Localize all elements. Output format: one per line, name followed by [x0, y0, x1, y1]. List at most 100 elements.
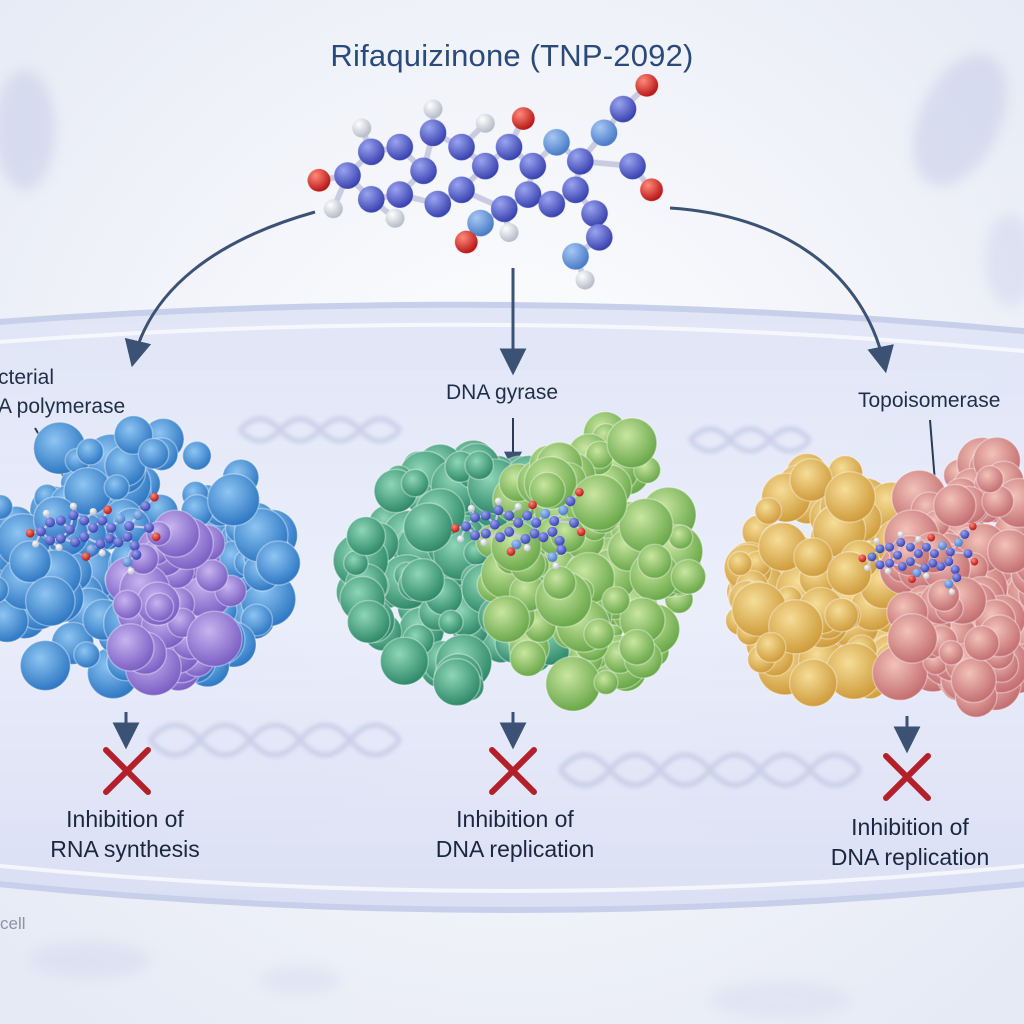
- atom-sphere: [547, 526, 558, 537]
- atom-sphere: [469, 530, 481, 541]
- outcome-dna-replication-topoisomerase: Inhibition of DNA replication: [805, 812, 1015, 872]
- atom-sphere: [31, 540, 40, 548]
- atom-sphere: [552, 562, 560, 570]
- atom-sphere: [520, 533, 531, 545]
- atom-sphere: [499, 223, 519, 242]
- atom-sphere: [522, 510, 533, 521]
- atom-sphere: [523, 544, 531, 552]
- dna-gyrase-label: DNA gyrase: [446, 381, 559, 404]
- atom-sphere: [480, 528, 491, 539]
- atom-sphere: [143, 522, 155, 533]
- diagram-title: Rifaquizinone (TNP-2092): [330, 38, 694, 73]
- atom-sphere: [948, 588, 956, 596]
- atom-sphere: [549, 515, 560, 527]
- atom-sphere: [334, 162, 361, 189]
- atom-sphere: [357, 185, 385, 213]
- atom-sphere: [531, 517, 542, 528]
- atom-sphere: [514, 181, 542, 208]
- outcome-line1: Inhibition of: [66, 806, 184, 832]
- atom-sphere: [103, 505, 112, 515]
- atom-sphere: [968, 522, 977, 531]
- atom-sphere: [68, 510, 79, 521]
- atom-sphere: [905, 542, 915, 552]
- atom-sphere: [936, 561, 946, 571]
- atom-sphere: [529, 528, 540, 539]
- atom-sphere: [963, 549, 973, 559]
- outcome-line1: Inhibition of: [456, 806, 574, 832]
- rifaquizinone-molecule: [307, 73, 663, 290]
- atom-sphere: [945, 547, 955, 557]
- atom-sphere: [352, 118, 372, 138]
- atom-sphere: [953, 537, 963, 547]
- atom-sphere: [44, 535, 56, 546]
- arrow-to-rna-polymerase: [124, 210, 316, 368]
- atom-sphere: [905, 557, 915, 567]
- atom-sphere: [64, 524, 75, 535]
- atom-sphere: [562, 176, 589, 204]
- atom-sphere: [920, 563, 930, 573]
- atom-sphere: [140, 501, 151, 512]
- atom-sphere: [454, 230, 478, 254]
- atom-sphere: [410, 157, 437, 185]
- outcome-line2: DNA replication: [830, 844, 990, 870]
- topoisomerase-label: Topoisomerase: [858, 389, 1001, 412]
- atom-sphere: [150, 492, 159, 502]
- atom-sphere: [575, 487, 584, 497]
- atom-sphere: [562, 242, 589, 270]
- atom-sphere: [495, 133, 523, 161]
- atom-sphere: [88, 522, 99, 533]
- atom-sphere: [558, 505, 569, 516]
- bound-drug-rna-polymerase: [25, 492, 161, 575]
- atom-sphere: [55, 544, 63, 552]
- atom-sphere: [95, 538, 106, 550]
- atom-sphere: [504, 526, 515, 537]
- atom-sphere: [609, 95, 637, 123]
- atom-sphere: [25, 528, 35, 538]
- atom-sphere: [640, 178, 663, 202]
- atom-sphere: [151, 532, 161, 542]
- topoisomerase-subunit-c: [871, 576, 1024, 718]
- atom-sphere: [540, 508, 551, 519]
- atom-sphere: [952, 573, 962, 583]
- atom-sphere: [55, 515, 66, 526]
- atom-sphere: [133, 510, 144, 521]
- rna-polymerase-label-line2: A polymerase: [0, 395, 126, 418]
- atom-sphere: [480, 510, 491, 521]
- atom-sphere: [864, 564, 871, 572]
- atom-sphere: [913, 549, 923, 559]
- atom-sphere: [543, 128, 570, 156]
- atom-sphere: [122, 531, 133, 542]
- atom-sphere: [944, 579, 954, 589]
- atom-sphere: [127, 567, 135, 575]
- atom-sphere: [44, 517, 56, 528]
- atom-sphere: [506, 547, 516, 556]
- atom-sphere: [467, 504, 475, 512]
- atom-sphere: [858, 554, 867, 563]
- rna-polymerase-subunit: [104, 509, 248, 697]
- atom-sphere: [494, 497, 502, 505]
- atom-sphere: [98, 549, 106, 557]
- atom-sphere: [471, 152, 499, 180]
- dna-strands: [148, 416, 862, 788]
- atom-sphere: [908, 575, 916, 584]
- atom-sphere: [514, 503, 522, 511]
- bound-drug-dna-gyrase: [450, 487, 586, 570]
- atom-sphere: [106, 522, 117, 533]
- atom-sphere: [448, 176, 475, 204]
- atom-sphere: [581, 200, 608, 227]
- atom-sphere: [495, 532, 506, 543]
- atom-sphere: [122, 556, 133, 568]
- atom-sphere: [538, 190, 566, 218]
- atom-sphere: [897, 531, 904, 538]
- atom-sphere: [921, 542, 931, 552]
- atom-sphere: [467, 209, 494, 237]
- atom-sphere: [937, 541, 947, 551]
- pointer-topoisomerase: [929, 419, 936, 483]
- atom-sphere: [585, 223, 613, 251]
- atom-sphere: [893, 550, 903, 560]
- atom-sphere: [97, 515, 108, 526]
- atom-sphere: [896, 537, 906, 547]
- inhibition-cross-icon: [103, 747, 151, 795]
- atom-sphere: [504, 510, 515, 521]
- atom-sphere: [950, 565, 960, 575]
